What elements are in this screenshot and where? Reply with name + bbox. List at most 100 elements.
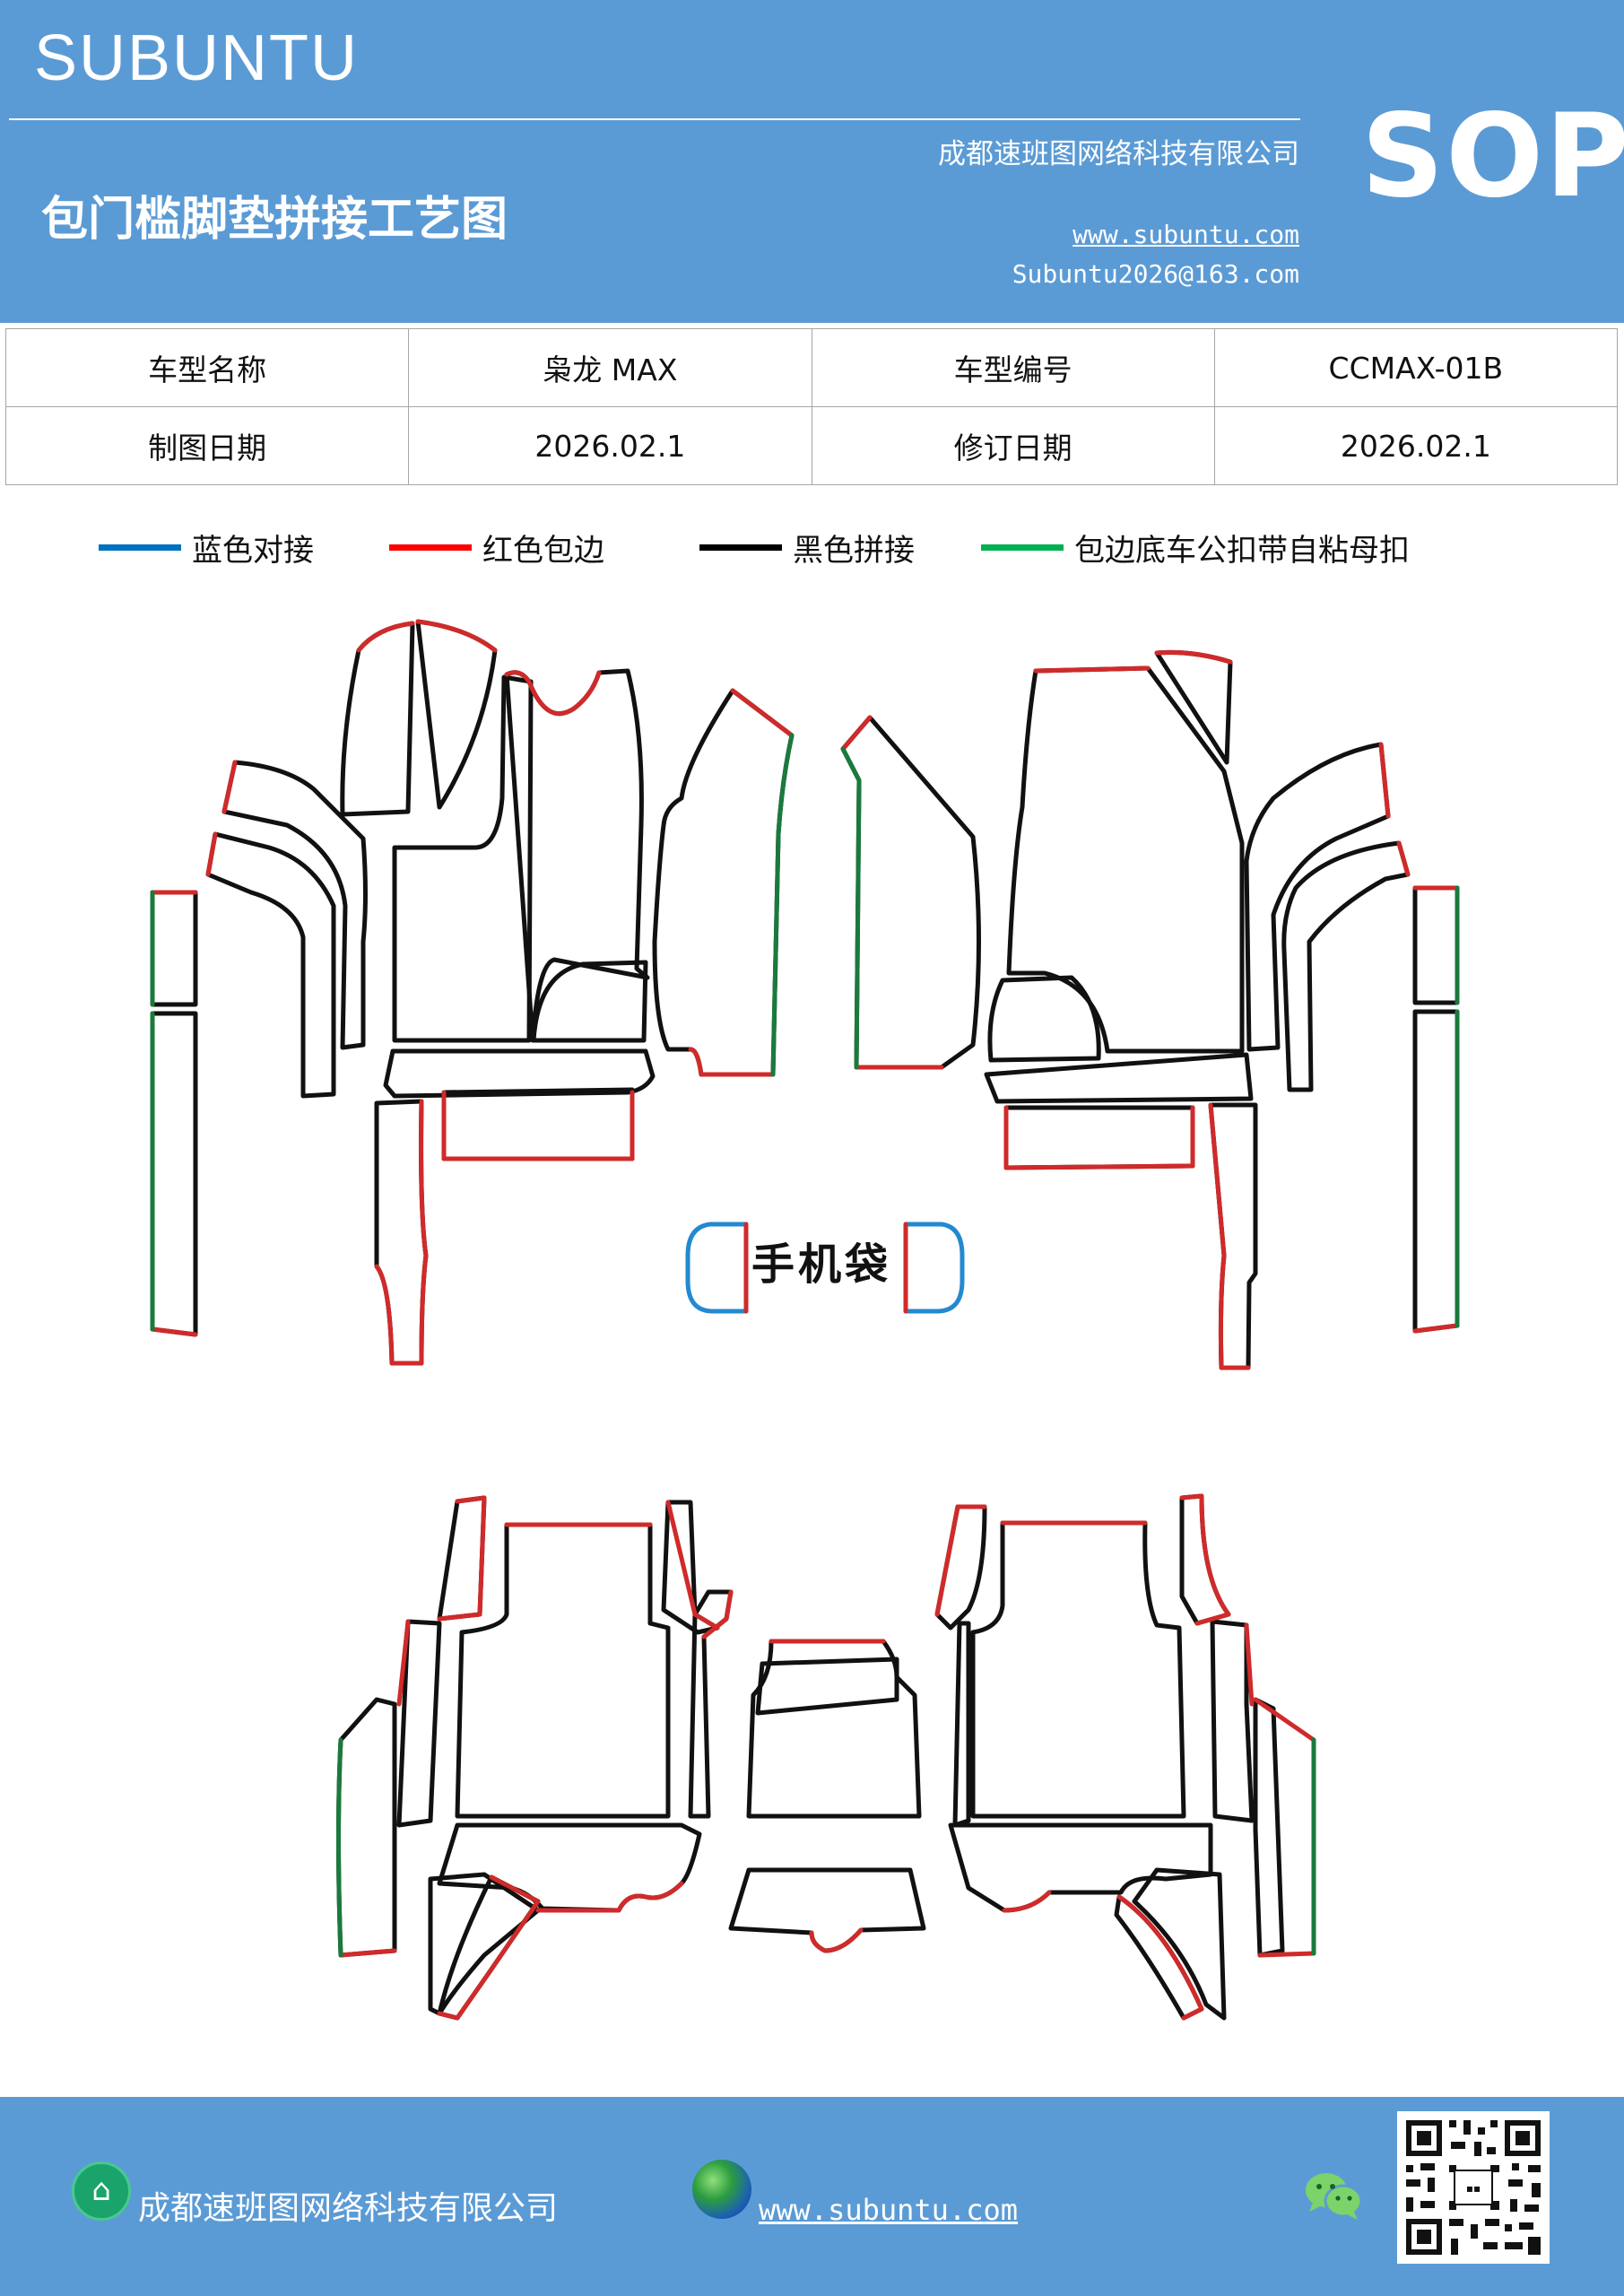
table-cell: CCMAX-01B — [1213, 328, 1619, 407]
mat-piece — [336, 1697, 397, 1958]
legend-item: 红色包边 — [389, 520, 604, 574]
qr-code: ▪▪ — [1397, 2111, 1550, 2264]
mat-piece — [1114, 1894, 1204, 2021]
green-edge-lines — [150, 733, 1460, 1958]
svg-text:▪▪: ▪▪ — [1466, 2182, 1481, 2195]
red-edge — [1396, 840, 1411, 877]
red-edge — [150, 1326, 198, 1337]
front-mat-pieces — [150, 619, 1460, 2021]
mat-piece — [1412, 1009, 1460, 1334]
red-edge — [1253, 1697, 1316, 1743]
mat-piece — [1208, 1102, 1258, 1370]
red-edge — [934, 1504, 987, 1617]
table-row: 车型名称 枭龙 MAX 车型编号 CCMAX-01B — [4, 328, 1619, 407]
legend-label: 红色包边 — [482, 532, 604, 569]
info-table: 车型名称 枭龙 MAX 车型编号 CCMAX-01B 制图日期 2026.02.… — [4, 328, 1619, 485]
mat-piece — [392, 674, 534, 1043]
mat-piece — [746, 1639, 922, 1819]
mat-piece — [952, 1621, 971, 1828]
legend-item: 蓝色对接 — [99, 520, 314, 574]
red-edge — [374, 1099, 429, 1366]
red-edge — [396, 1619, 411, 1707]
mat-piece — [1253, 1697, 1285, 1958]
legend-label: 包边底车公扣带自粘母扣 — [1074, 532, 1410, 569]
table-cell: 修订日期 — [811, 406, 1215, 485]
legend-label: 黑色拼接 — [793, 532, 915, 569]
mat-piece — [340, 621, 415, 817]
red-edge — [809, 1927, 864, 1953]
red-edge — [1378, 742, 1391, 819]
phone-pocket-label: 手机袋 — [751, 1239, 892, 1290]
red-edge — [437, 1495, 487, 1622]
mat-piece — [150, 890, 198, 1007]
red-edge — [1116, 1894, 1204, 2021]
mat-piece — [948, 1822, 1213, 1913]
table-cell: 2026.02.1 — [408, 406, 812, 485]
mat-piece — [1210, 1619, 1255, 1823]
red-edge — [356, 621, 415, 653]
header-company: 成都速班图网络科技有限公司 — [938, 138, 1299, 170]
mat-piece — [755, 1657, 899, 1716]
mat-piece — [1006, 665, 1245, 1054]
pocket-left-edge — [685, 1222, 749, 1314]
mat-piece — [1412, 885, 1460, 1005]
mat-piece — [987, 975, 1101, 1063]
legend: 蓝色对接 红色包边 黑色拼接 包边底车公扣带自粘母扣 — [0, 520, 1624, 574]
mat-piece — [1132, 1867, 1227, 2021]
mat-piece — [150, 1011, 198, 1337]
table-cell: 车型编号 — [811, 328, 1215, 407]
mat-piece — [396, 1619, 442, 1828]
mat-piece — [455, 1522, 671, 1819]
mat-piece — [383, 1048, 656, 1099]
green-edge — [336, 1737, 343, 1958]
red-edge — [535, 1881, 684, 1913]
footer-website-link[interactable]: www.subuntu.com — [759, 2193, 1018, 2227]
red-edge — [1257, 1951, 1316, 1958]
red-edge — [840, 715, 873, 752]
mat-piece — [840, 715, 981, 1070]
mat-piece — [205, 831, 336, 1099]
header-email: Subuntu2026@163.com — [1012, 259, 1299, 289]
red-edge-lines — [150, 619, 1460, 2021]
red-edge — [437, 1874, 541, 2021]
table-row: 制图日期 2026.02.1 修订日期 2026.02.1 — [4, 406, 1619, 485]
legend-swatch — [99, 544, 181, 551]
green-edge — [840, 746, 862, 1070]
header-website-link[interactable]: www.subuntu.com — [1073, 220, 1299, 249]
red-edge — [665, 1500, 720, 1631]
mat-piece — [441, 1087, 635, 1161]
red-edge — [1002, 1890, 1052, 1913]
red-edge — [221, 760, 238, 814]
header-divider — [9, 118, 1300, 120]
red-edge — [415, 619, 498, 653]
mat-piece — [221, 760, 368, 1050]
red-edge — [730, 688, 795, 738]
legend-swatch — [389, 544, 472, 551]
pocket-right-edge — [903, 1222, 965, 1314]
legend-swatch — [981, 544, 1064, 551]
red-edge — [1412, 1323, 1460, 1334]
mat-piece — [437, 1495, 487, 1622]
table-cell: 枭龙 MAX — [408, 328, 812, 407]
globe-icon — [692, 2160, 751, 2219]
red-edge — [205, 831, 218, 877]
red-edge — [338, 1948, 397, 1958]
red-edge — [1154, 649, 1233, 665]
red-edge — [1179, 1493, 1231, 1626]
mat-piece — [970, 1520, 1186, 1819]
brand-name: SUBUNTU — [34, 22, 360, 94]
mat-piece — [415, 619, 498, 810]
footer-banner: ⌂ 成都速班图网络科技有限公司 www.subuntu.com ▪▪ — [0, 2097, 1624, 2296]
red-edge — [688, 1047, 776, 1077]
red-edge — [701, 1589, 734, 1639]
legend-item: 黑色拼接 — [699, 520, 915, 574]
red-edge — [441, 1090, 635, 1161]
legend-swatch — [699, 544, 782, 551]
mat-piece — [1281, 840, 1411, 1092]
mat-piece — [374, 1099, 429, 1366]
red-edge — [1033, 665, 1151, 674]
company-icon: ⌂ — [72, 2161, 131, 2221]
red-edge — [1208, 1102, 1251, 1370]
table-cell: 制图日期 — [4, 406, 410, 485]
